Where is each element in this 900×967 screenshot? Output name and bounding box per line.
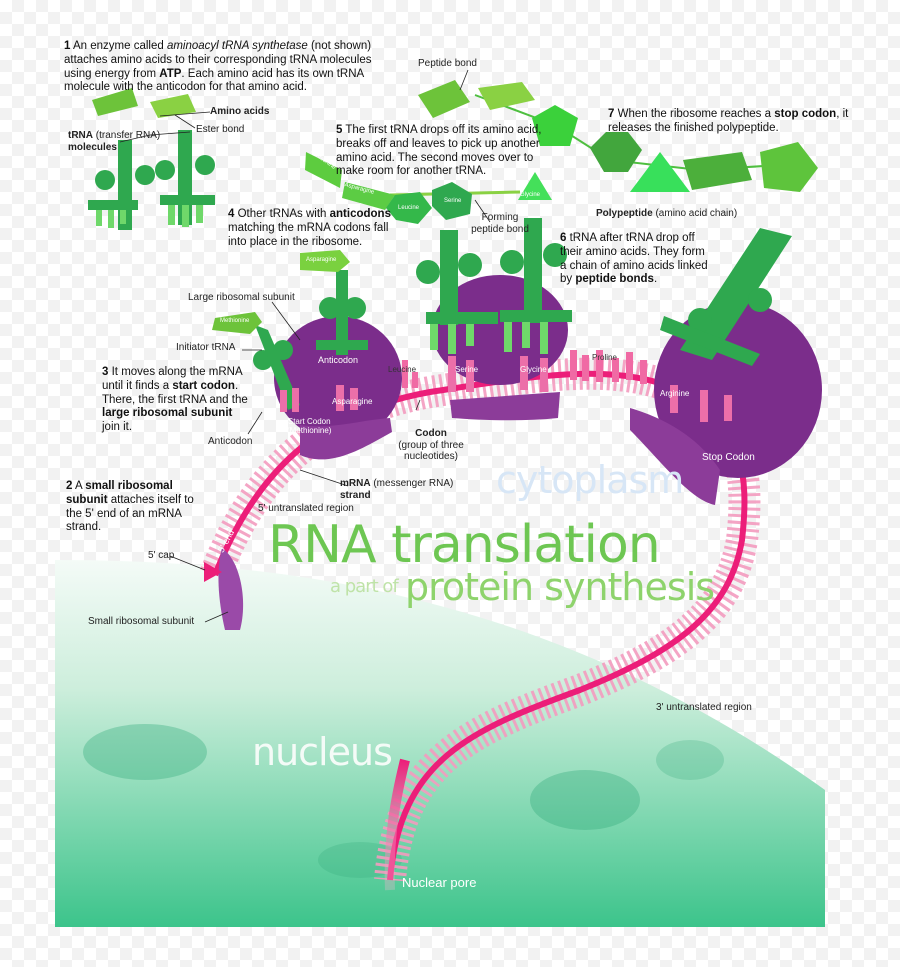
amino-acid xyxy=(212,312,262,334)
amino-acid xyxy=(342,182,395,210)
tag-asparagine-mid: Asparagine xyxy=(306,257,337,263)
inner-anticodon: Anticodon xyxy=(318,355,359,365)
small-ribosome-left xyxy=(300,418,392,460)
step-1: 1 An enzyme called aminoacyl tRNA synthe… xyxy=(64,40,372,94)
forming-chain xyxy=(92,88,552,334)
inner-stop-codon: Stop Codon xyxy=(702,452,755,463)
amino-acid xyxy=(532,105,578,146)
large-ribosomal-subunit xyxy=(274,316,402,440)
trna-loop xyxy=(688,308,712,332)
amino-acid xyxy=(418,80,470,118)
trna-loop xyxy=(748,288,772,312)
amino-acid xyxy=(300,250,350,272)
trna-loop xyxy=(416,260,440,284)
step-6: 6 tRNA after tRNA drop off their amino a… xyxy=(560,232,708,286)
trna-group xyxy=(88,130,792,410)
small-ribosome-right xyxy=(630,408,720,505)
nucleus-label: nucleus xyxy=(252,730,393,774)
initiator-trna-label: Initiator tRNA xyxy=(176,342,236,353)
leader-lines xyxy=(119,69,491,623)
step-5: 5 The first tRNA drops off its amino aci… xyxy=(336,124,542,178)
nuclear-pore-label: Nuclear pore xyxy=(402,875,477,890)
inner-leucine: Leucine xyxy=(388,365,417,374)
nuclear-pore-segment xyxy=(384,758,410,891)
small-ribosomal-subunit xyxy=(218,548,244,630)
inner-serine: Serine xyxy=(455,365,479,374)
inner-asparagine: Asparagine xyxy=(332,397,373,406)
inner-glycine: Glycine xyxy=(520,365,547,374)
five-cap-label: 5' cap xyxy=(148,550,175,561)
step-7: 7 When the ribosome reaches a stop codon… xyxy=(608,108,849,134)
step-3: 3 It moves along the mRNA until it finds… xyxy=(102,366,248,434)
inner-start-codon: Start Codon(Methionine) xyxy=(287,417,332,435)
peptide-bond-label: Peptide bond xyxy=(418,58,477,69)
title-main: RNA translation xyxy=(268,515,661,575)
trna-loop xyxy=(319,297,341,319)
amino-acid xyxy=(590,132,642,172)
nucleus-spot xyxy=(530,770,640,830)
amino-acid xyxy=(150,94,196,118)
amino-acid xyxy=(683,152,752,190)
amino-acid xyxy=(518,172,552,200)
nucleus-region xyxy=(55,560,825,927)
trna-glycine xyxy=(524,218,542,323)
title-sub-prefix: a part of xyxy=(330,576,399,597)
utr3-label: 3' untranslated region xyxy=(656,702,752,713)
step-4: 4 Other tRNAs with anticodons matching t… xyxy=(228,208,391,248)
anticodon-label: Anticodon xyxy=(208,436,253,447)
anticodon-teeth xyxy=(96,205,548,354)
title-sub-main: protein synthesis xyxy=(405,565,715,609)
large-ribosomal-subunit-label: Large ribosomal subunit xyxy=(188,292,295,303)
trna-molecules-label: tRNA (transfer RNA)molecules xyxy=(68,130,161,153)
amino-acid xyxy=(305,152,342,188)
amino-acid xyxy=(432,182,472,220)
amino-acid xyxy=(478,82,535,110)
amino-acid xyxy=(386,192,432,224)
codon-fingers xyxy=(280,356,732,422)
amino-acid xyxy=(760,142,818,192)
small-ribosomal-subunit-label: Small ribosomal subunit xyxy=(88,616,195,627)
trna-initiator xyxy=(255,325,300,410)
small-ribosome-center xyxy=(450,392,560,421)
polypeptide-chain xyxy=(418,80,818,192)
polypeptide-label: Polypeptide (amino acid chain) xyxy=(596,208,738,219)
utr5-label: 5' untranslated region xyxy=(258,503,354,514)
trna-loop xyxy=(344,297,366,319)
trna-loop xyxy=(500,250,524,274)
trna-loop xyxy=(543,243,567,267)
inner-arginine: Arginine xyxy=(660,389,690,398)
trna-loop xyxy=(458,253,482,277)
trna-asparagine xyxy=(336,270,348,355)
nucleus-spot xyxy=(83,724,207,780)
forming-peptide-bond-label: Forming peptide bond xyxy=(471,212,529,235)
nucleus-spot xyxy=(656,740,724,780)
five-prime-cap xyxy=(204,562,222,582)
tag-serine-top: Serine xyxy=(444,198,462,204)
inner-proline: Proline xyxy=(592,353,617,362)
codon-label: Codon(group of three nucleotides) xyxy=(398,428,464,462)
amino-acids-label: Amino acids xyxy=(210,106,270,117)
tag-glycine-top: Glycine xyxy=(520,192,541,198)
tag-leucine-top: Leucine xyxy=(398,205,420,211)
mrna-strand-label: mRNA (messenger RNA)strand xyxy=(340,478,454,501)
trna-leucine xyxy=(440,230,458,325)
tag-methionine-mid: Methionine xyxy=(220,318,250,324)
ester-bond-label: Ester bond xyxy=(196,124,245,135)
cytoplasm-label: cytoplasm xyxy=(496,458,684,502)
amino-acid xyxy=(92,88,138,116)
amino-acid xyxy=(630,152,690,192)
step-2: 2 A small ribosomal subunit attaches its… xyxy=(66,480,194,534)
